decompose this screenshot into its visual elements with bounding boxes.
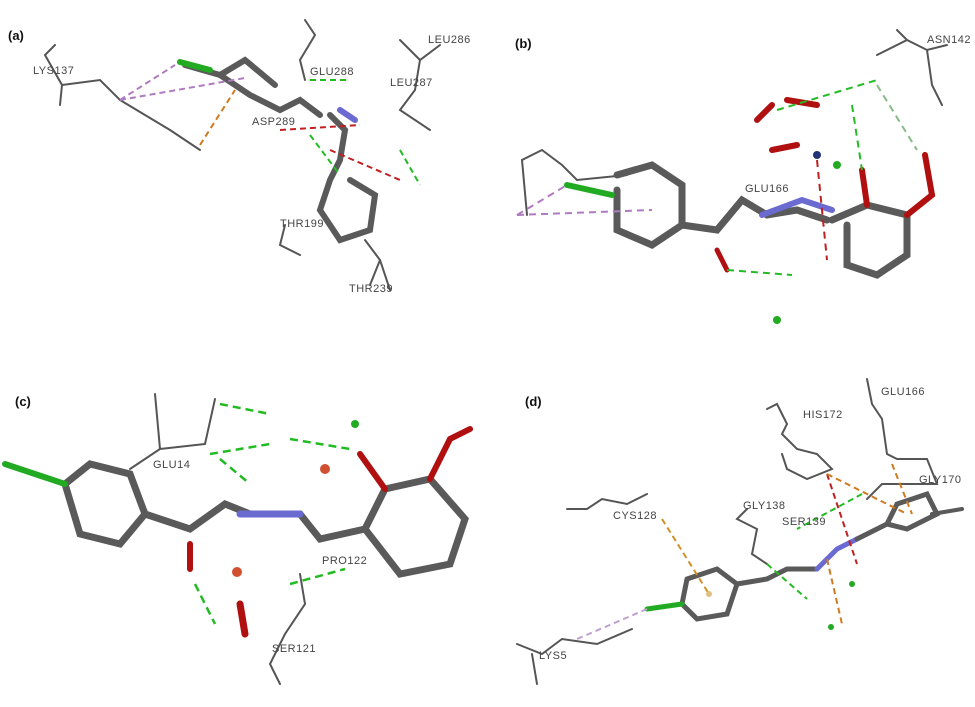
panel-a: (a) LYS137 GLU288 LEU286 LEU287 ASP289 T… bbox=[0, 0, 487, 353]
residue-label: CYS128 bbox=[613, 510, 657, 522]
residue-label: LEU287 bbox=[390, 77, 433, 89]
residue-label: PRO122 bbox=[322, 555, 368, 567]
residue-label: GLU288 bbox=[310, 66, 354, 78]
molecule-a bbox=[43, 19, 441, 291]
molecule-b bbox=[516, 29, 948, 324]
residue-label: SER121 bbox=[272, 643, 316, 655]
residue-label: LYS5 bbox=[539, 650, 568, 662]
residue-label: THR199 bbox=[280, 218, 324, 230]
residue-label: GLU166 bbox=[745, 183, 789, 195]
residue-label: HIS172 bbox=[803, 409, 843, 421]
residue-label: ASN142 bbox=[927, 34, 971, 46]
panel-label-b: (b) bbox=[515, 36, 532, 51]
residue-label: GLY138 bbox=[743, 500, 786, 512]
residue-label: THR239 bbox=[349, 283, 393, 295]
residue-label: LYS137 bbox=[33, 65, 75, 77]
panel-d: (d) GLU166 HIS172 GLY170 GLY138 SER139 C… bbox=[487, 354, 974, 707]
residue-label: SER139 bbox=[782, 516, 826, 528]
residue-label: LEU286 bbox=[428, 34, 471, 46]
panel-label-c: (c) bbox=[15, 394, 31, 409]
panel-label-a: (a) bbox=[8, 28, 24, 43]
residue-label: ASP289 bbox=[252, 116, 296, 128]
panel-c: (c) GLU14 PRO122 SER121 bbox=[0, 354, 487, 707]
residue-label: GLU166 bbox=[881, 386, 925, 398]
panel-b: (b) ASN142 GLU166 bbox=[487, 0, 974, 353]
residue-label: GLY170 bbox=[919, 474, 962, 486]
residue-label: GLU14 bbox=[153, 459, 191, 471]
panel-label-d: (d) bbox=[525, 394, 542, 409]
molecule-c bbox=[2, 393, 473, 685]
molecule-d bbox=[516, 378, 964, 685]
